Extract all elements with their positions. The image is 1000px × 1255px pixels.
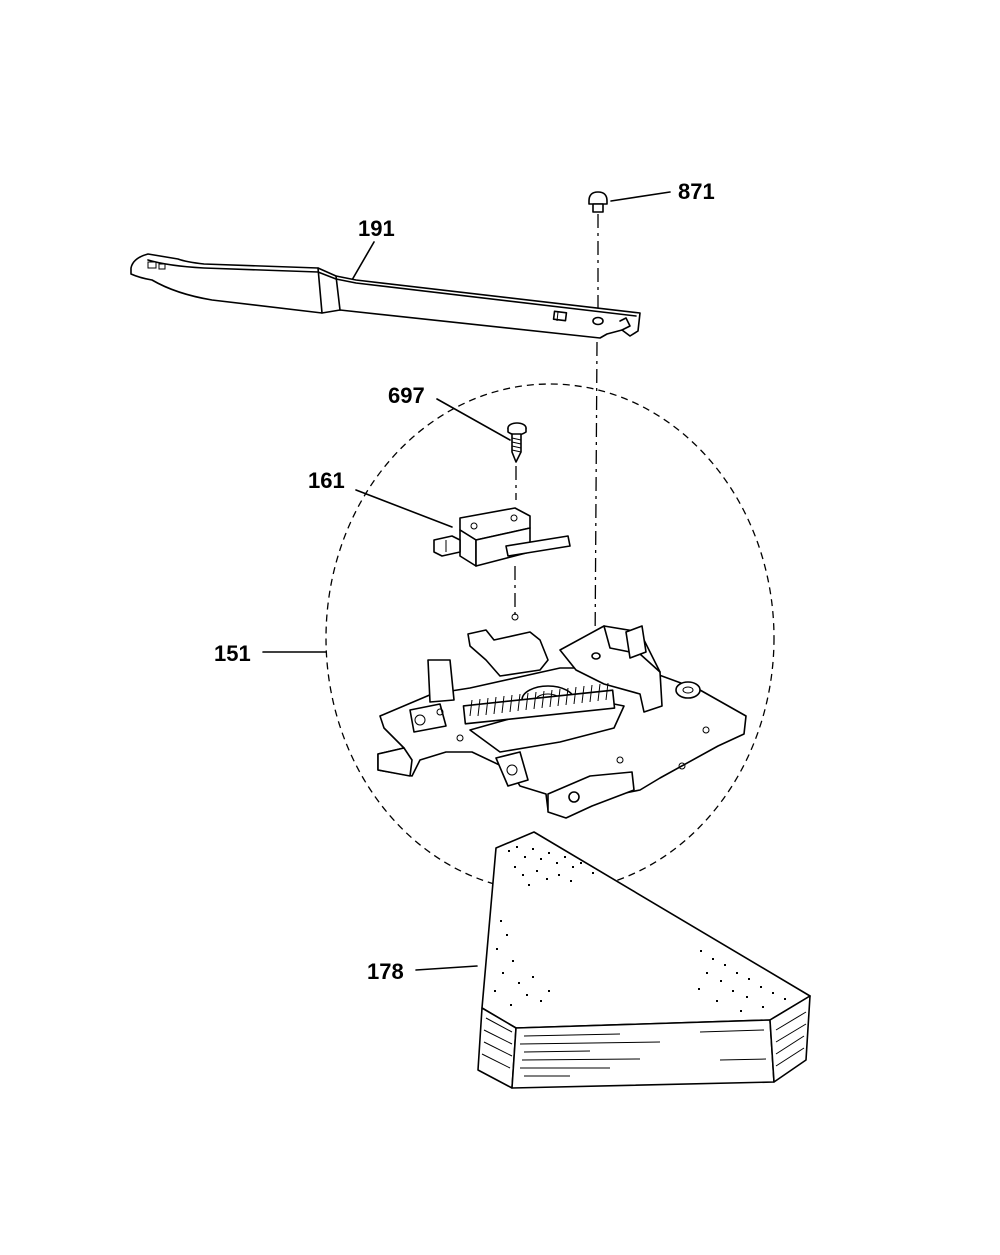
callout-191-label: 191 <box>358 216 395 241</box>
callout-178-label: 178 <box>367 959 404 984</box>
callout-161: 161 <box>308 468 453 528</box>
part-191-handle <box>130 253 641 339</box>
alignment-line-latch <box>594 341 598 653</box>
callout-161-label: 161 <box>308 468 345 493</box>
callout-161-leader <box>355 489 453 528</box>
part-178-insulation-block <box>477 831 811 1089</box>
callout-151-label: 151 <box>214 641 251 666</box>
callout-871-label: 871 <box>678 179 715 204</box>
callout-178-leader <box>415 965 478 971</box>
part-161-switch <box>433 507 571 567</box>
insulation-texture <box>494 846 786 1012</box>
callout-191-leader <box>351 241 375 281</box>
part-151-latch-assembly <box>377 613 747 819</box>
part-697-screw <box>507 422 527 463</box>
callout-697-leader <box>436 398 511 441</box>
part-871-screw <box>588 191 608 213</box>
callout-151: 151 <box>214 641 327 666</box>
callout-697: 697 <box>388 383 511 441</box>
callout-871: 871 <box>610 179 715 204</box>
callout-178: 178 <box>367 959 478 984</box>
callout-697-label: 697 <box>388 383 425 408</box>
callout-191: 191 <box>351 216 395 281</box>
callout-871-leader <box>610 191 671 202</box>
latch-spring <box>462 682 616 725</box>
assembly-enclosure-outline <box>325 383 775 893</box>
